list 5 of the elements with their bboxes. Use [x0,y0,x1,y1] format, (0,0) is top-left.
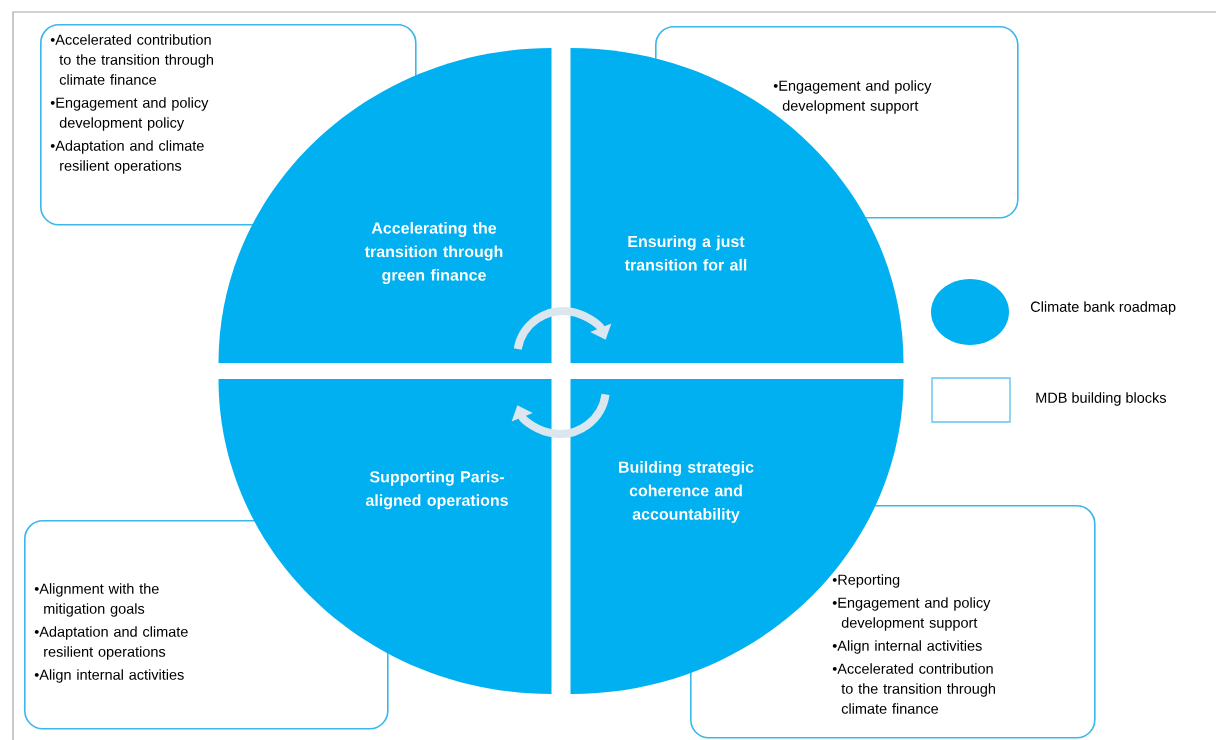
quadrant-segment: Accelerating the transition through green finance [218,48,552,363]
legend-label: MDB building blocks [1036,392,1166,406]
quadrant-segment: Supporting Paris-aligned operations [218,379,552,694]
cycle-arrow [511,393,610,438]
legend-label: Climate bank roadmap [1030,301,1176,315]
